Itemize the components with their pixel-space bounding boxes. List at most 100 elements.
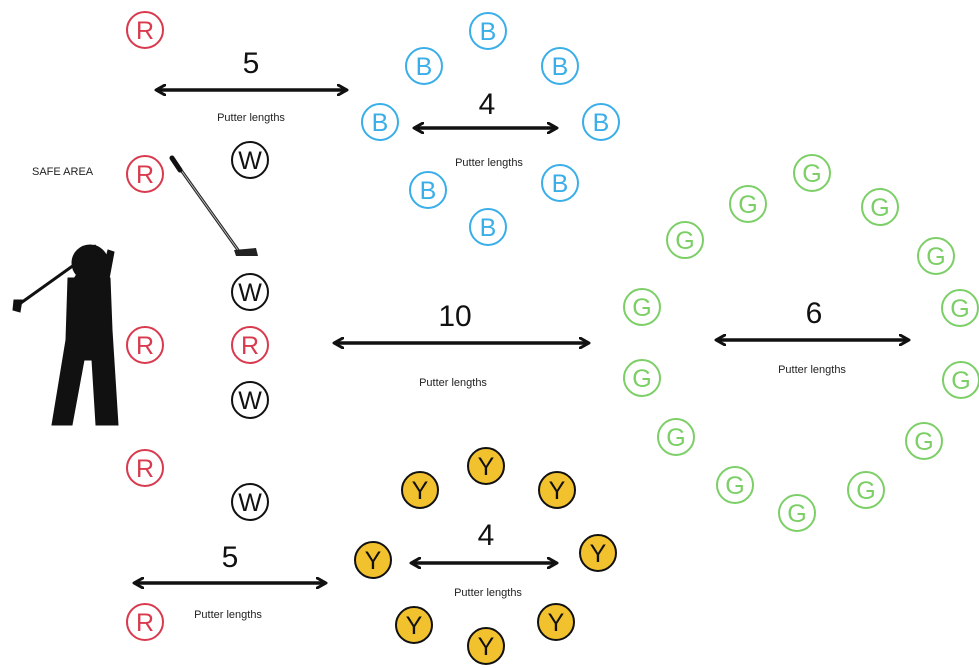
marker-circle [467, 447, 505, 485]
green-marker: G [666, 221, 704, 259]
marker-letter: B [420, 177, 437, 205]
white-marker: W [231, 141, 269, 179]
marker-circle [395, 606, 433, 644]
marker-circle [793, 154, 831, 192]
marker-circle [467, 627, 505, 665]
green-marker: G [623, 359, 661, 397]
distance-value: 4 [479, 88, 496, 121]
marker-circle [231, 273, 269, 311]
marker-letter: Y [548, 609, 565, 637]
marker-circle [231, 381, 269, 419]
marker-letter: Y [590, 540, 607, 568]
marker-letter: G [870, 194, 889, 222]
distance-value: 5 [243, 47, 260, 80]
white-marker: W [231, 483, 269, 521]
marker-letter: W [238, 489, 262, 517]
marker-circle [361, 103, 399, 141]
yellow-marker: Y [395, 606, 433, 644]
marker-circle [126, 11, 164, 49]
distance-value: 5 [222, 541, 239, 574]
yellow-marker: Y [354, 541, 392, 579]
red-marker: R [126, 11, 164, 49]
white-marker: W [231, 273, 269, 311]
marker-letter: G [738, 191, 757, 219]
white-marker: W [231, 381, 269, 419]
marker-letter: G [787, 500, 806, 528]
green-marker: G [778, 494, 816, 532]
marker-letter: G [666, 424, 685, 452]
marker-letter: G [632, 294, 651, 322]
marker-circle [941, 289, 979, 327]
red-marker: R [126, 155, 164, 193]
marker-letter: Y [365, 547, 382, 575]
marker-letter: G [632, 365, 651, 393]
marker-circle [126, 603, 164, 641]
marker-circle [126, 449, 164, 487]
marker-circle [716, 466, 754, 504]
marker-letter: G [926, 243, 945, 271]
green-marker: G [905, 422, 943, 460]
marker-letter: W [238, 387, 262, 415]
green-marker: G [729, 185, 767, 223]
marker-letter: G [802, 160, 821, 188]
marker-letter: B [480, 18, 497, 46]
marker-circle [537, 603, 575, 641]
blue-marker: B [405, 47, 443, 85]
marker-circle [917, 237, 955, 275]
marker-letter: B [416, 53, 433, 81]
blue-marker: B [361, 103, 399, 141]
marker-circle [942, 361, 979, 399]
golf-club-icon [169, 155, 258, 256]
marker-circle [354, 541, 392, 579]
green-marker: G [793, 154, 831, 192]
marker-circle [666, 221, 704, 259]
golfer-icon [12, 244, 119, 426]
marker-letter: B [552, 53, 569, 81]
marker-letter: G [914, 428, 933, 456]
marker-circle [126, 155, 164, 193]
distance-yellow-across: 4 Putter lengths [412, 519, 556, 599]
marker-circle [231, 483, 269, 521]
marker-letter: R [136, 609, 154, 637]
green-marker: G [941, 289, 979, 327]
marker-circle [623, 359, 661, 397]
marker-letter: B [372, 109, 389, 137]
yellow-marker: Y [579, 534, 617, 572]
distance-unit-label: Putter lengths [778, 364, 846, 376]
distance-red-to-yellow: 5 Putter lengths [135, 541, 325, 621]
distance-unit-label: Putter lengths [194, 609, 262, 621]
marker-letter: B [593, 109, 610, 137]
marker-circle [623, 288, 661, 326]
distance-unit-label: Putter lengths [217, 112, 285, 124]
blue-marker: B [541, 164, 579, 202]
green-marker: G [861, 188, 899, 226]
blue-marker: B [409, 171, 447, 209]
green-marker: G [942, 361, 979, 399]
marker-letter: W [238, 279, 262, 307]
marker-circle [582, 103, 620, 141]
marker-circle [778, 494, 816, 532]
marker-letter: G [725, 472, 744, 500]
distance-unit-label: Putter lengths [454, 587, 522, 599]
marker-letter: R [136, 161, 154, 189]
yellow-marker: Y [537, 603, 575, 641]
yellow-marker: Y [467, 627, 505, 665]
distance-red-to-blue: 5 Putter lengths [157, 47, 346, 124]
marker-circle [126, 326, 164, 364]
yellow-marker: Y [401, 471, 439, 509]
marker-letter: B [480, 214, 497, 242]
safe-area-label: SAFE AREA [32, 166, 94, 178]
marker-circle [409, 171, 447, 209]
distance-blue-across: 4 Putter lengths [415, 88, 556, 169]
marker-letter: B [552, 170, 569, 198]
marker-letter: Y [478, 633, 495, 661]
green-marker: G [917, 237, 955, 275]
marker-letter: G [856, 477, 875, 505]
marker-circle [657, 418, 695, 456]
green-marker: G [657, 418, 695, 456]
red-marker: R [126, 326, 164, 364]
markers: R R R R R R W W W W B B B B B B B B G G … [126, 11, 979, 665]
red-marker: R [126, 603, 164, 641]
marker-circle [541, 164, 579, 202]
marker-circle [401, 471, 439, 509]
